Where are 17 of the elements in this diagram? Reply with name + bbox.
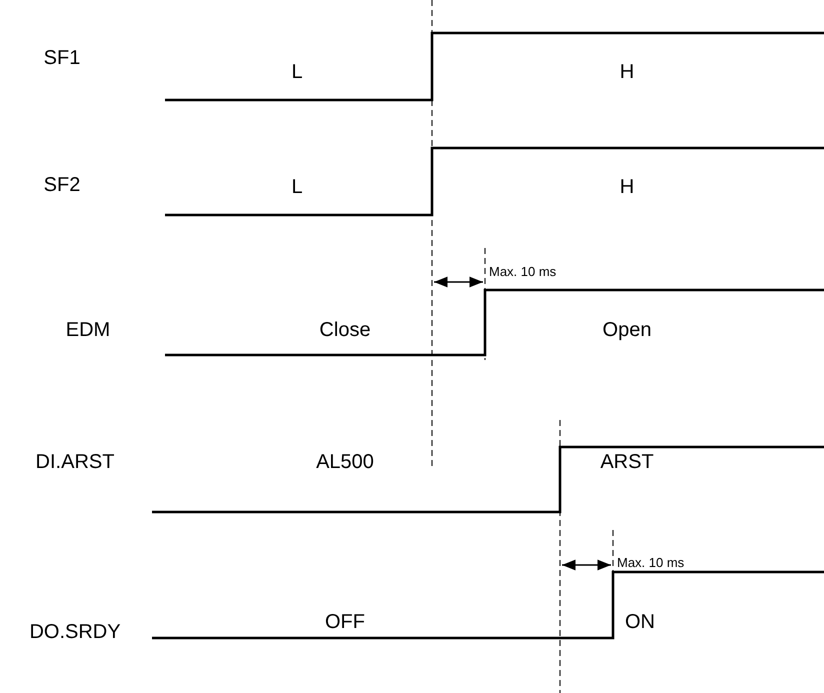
state-label: L <box>291 61 303 83</box>
signal-name: DO.SRDY <box>29 621 121 643</box>
state-label: OFF <box>325 611 365 633</box>
timing-annotation: Max. 10 ms <box>489 264 556 280</box>
state-label: ARST <box>600 451 654 473</box>
signal-name: DI.ARST <box>36 451 114 473</box>
state-label: L <box>291 176 303 198</box>
state-label: ON <box>625 611 655 633</box>
state-label: H <box>620 176 634 198</box>
state-label: Close <box>319 319 371 341</box>
state-label: H <box>620 61 634 83</box>
signal-name: SF1 <box>44 47 80 69</box>
signal-name: SF2 <box>44 174 80 196</box>
timing-annotation: Max. 10 ms <box>617 556 684 570</box>
state-label: Open <box>602 319 652 341</box>
state-label: AL500 <box>316 451 374 473</box>
signal-name: EDM <box>66 319 110 341</box>
